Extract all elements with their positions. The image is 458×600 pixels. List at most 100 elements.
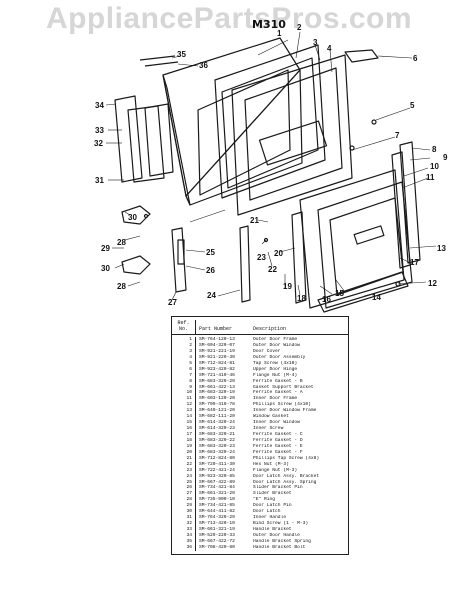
description-cell: Outer Door Handle: [253, 532, 300, 538]
part-number-cell: SM-923-320-85: [199, 473, 235, 479]
outer-door-window: [197, 69, 291, 196]
ref-no-cell: 29: [172, 503, 196, 510]
description-cell: Ferrite Gasket - A: [253, 390, 303, 396]
callout-8: 8: [432, 145, 437, 154]
description-cell: Flange Nut (M-4): [253, 372, 298, 378]
part-number-cell: SM-722-421-24: [199, 467, 235, 473]
callout-33: 33: [95, 126, 104, 135]
callout-18: 18: [297, 294, 306, 303]
ref-no-cell: 1: [172, 337, 196, 343]
table-header: Ref. No. Part Number Description: [172, 317, 348, 335]
description-cell: Ferrite Gasket - E: [253, 443, 303, 449]
outer-door-handle: [114, 95, 143, 183]
ref-no-cell: 2: [172, 342, 196, 349]
outer-door-assembly: [231, 54, 353, 216]
description-cell: Inner Door Window Frame: [253, 408, 317, 414]
description-cell: Tap Screw (4x10): [253, 360, 298, 366]
callout-24: 24: [207, 291, 216, 300]
callout-3: 3: [313, 38, 318, 47]
door-latch-assy-bracket: [171, 227, 187, 293]
ref-no-cell: 11: [172, 396, 196, 403]
ref-no-cell: 7: [172, 372, 196, 379]
callout-20: 20: [274, 249, 283, 258]
callout-19: 19: [283, 282, 292, 291]
ref-no-cell: 16: [172, 426, 196, 432]
part-number-cell: SM-764-320-29: [199, 515, 235, 521]
description-cell: Door Cover: [253, 348, 281, 354]
ref-no-cell: 5: [172, 360, 196, 367]
ref-no-cell: 9: [172, 384, 196, 391]
door-latch: [121, 205, 151, 225]
description-cell: Phillips Screw (4x10): [253, 402, 311, 408]
description-cell: Handle Bracket Spring: [253, 538, 311, 544]
part-number-cell: SM-603-120-20: [199, 396, 235, 402]
callout-36: 36: [199, 61, 208, 70]
part-number-cell: SM-712-824-80: [199, 455, 235, 461]
ref-no-cell: 21: [172, 455, 196, 462]
part-number-cell: SM-709-410-78: [199, 402, 235, 408]
ref-no-cell: 10: [172, 390, 196, 397]
part-number-cell: SM-683-320-19: [199, 390, 235, 396]
ref-no-cell: 20: [172, 449, 196, 456]
upper-door-hinge: [344, 49, 379, 63]
description-cell: Bind Screw (1 - M-3): [253, 521, 309, 527]
description-cell: Gasket Support Bracket: [253, 384, 314, 390]
part-number-cell: SM-708-420-80: [199, 544, 235, 550]
header-part-number: Part Number: [199, 326, 233, 332]
part-number-cell: SM-764-120-13: [199, 337, 235, 342]
callout-30: 30: [101, 264, 110, 273]
description-cell: Door Latch Pin: [253, 503, 292, 509]
callout-14: 14: [372, 293, 381, 302]
description-cell: Door Latch: [253, 509, 281, 515]
part-number-cell: SM-529-220-33: [199, 532, 235, 538]
callout-6: 6: [413, 54, 418, 63]
callout-5: 5: [410, 101, 415, 110]
ref-no-cell: 19: [172, 443, 196, 450]
ref-no-cell: 30: [172, 509, 196, 516]
description-cell: Door Latch Assy. Bracket: [253, 473, 320, 479]
part-number-cell: SM-921-220-30: [199, 354, 235, 360]
description-cell: Hex Nut (M-3): [253, 461, 289, 467]
description-cell: Ferrite Gasket - D: [253, 437, 303, 443]
callout-10: 10: [430, 162, 439, 171]
ref-no-cell: 3: [172, 348, 196, 355]
description-cell: Slider Bracket: [253, 491, 292, 497]
part-number-cell: SM-713-420-10: [199, 521, 235, 527]
ref-no-cell: 18: [172, 437, 196, 444]
inner-door-frame: [299, 169, 405, 309]
part-number-cell: SM-667-422-89: [199, 479, 235, 485]
description-cell: Inner Door Frame: [253, 396, 298, 402]
ref-no-cell: 26: [172, 485, 196, 492]
description-cell: Inner Door Window: [253, 420, 300, 426]
part-number-cell: SM-683-320-20: [199, 378, 235, 384]
ref-no-cell: 35: [172, 538, 196, 545]
callout-35: 35: [177, 50, 186, 59]
ref-no-cell: 27: [172, 491, 196, 498]
description-cell: Handle Bracket: [253, 527, 292, 532]
callout-39: 30: [128, 213, 137, 222]
part-number-cell: SM-734-421-85: [199, 503, 235, 509]
callout-27: 27: [168, 298, 177, 307]
part-number-cell: SM-682-111-20: [199, 414, 235, 420]
callout-25: 25: [206, 248, 215, 257]
description-cell: Outer Door Frame: [253, 337, 298, 342]
